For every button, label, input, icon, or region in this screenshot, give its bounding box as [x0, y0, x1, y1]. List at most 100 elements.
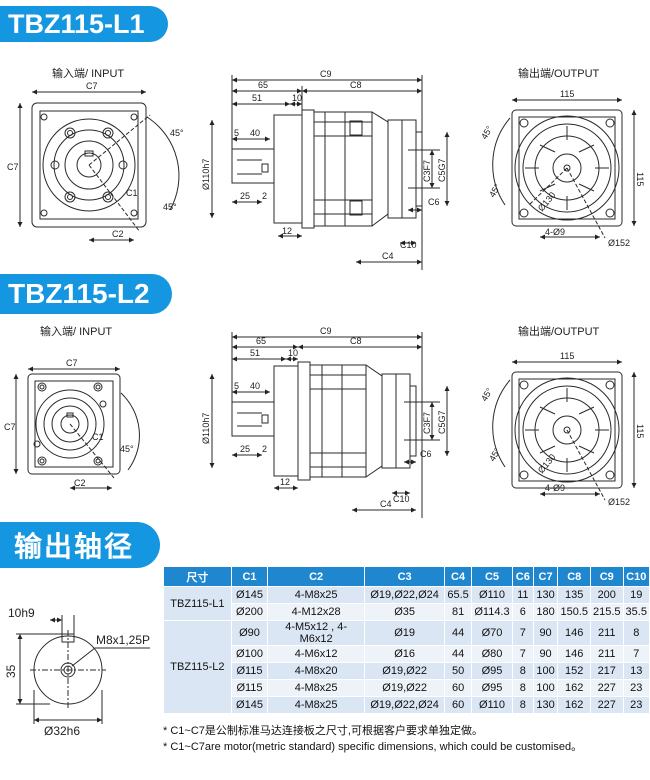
dim-angle-out2-l2: 45° [487, 446, 503, 463]
cell: 227 [589, 679, 624, 697]
cell: 44 [444, 620, 473, 646]
header-c7: C7 [532, 566, 559, 587]
cell: Ø100 [230, 645, 269, 663]
cell: 162 [557, 696, 591, 714]
cell: 227 [589, 696, 624, 714]
cell: 150.5 [557, 603, 591, 621]
dim-c4-l1: C4 [382, 251, 394, 261]
dim-c10-l2: C10 [393, 494, 410, 504]
input-label-l2: 输入端/ INPUT [40, 326, 113, 338]
dim-c7-side-l1: C7 [7, 162, 19, 172]
note-chinese: * C1~C7是公制标准马达连接板之尺寸,可根据客户要求单独定做。 [163, 725, 483, 737]
cell: 130 [532, 696, 559, 714]
cell: Ø70 [471, 620, 513, 646]
cell: 4-M6x12 [267, 645, 366, 663]
dim-c6-l1: C6 [428, 197, 440, 207]
cell: 23 [622, 679, 650, 697]
dim-c4-l2: C4 [380, 499, 392, 509]
cell: 90 [532, 645, 559, 663]
table-row: Ø100 4-M6x12 Ø16 44 Ø80 7 90 146 211 7 [164, 645, 650, 663]
input-view-l2 [13, 366, 140, 491]
dim-c3-l1: C3F7 [422, 160, 432, 182]
dim-c2-l2: C2 [74, 478, 86, 488]
cell: 211 [589, 620, 624, 646]
cell: 4-M8x20 [267, 662, 366, 680]
header-c6: C6 [511, 566, 534, 587]
cell: Ø16 [364, 645, 446, 663]
cell: Ø114.3 [471, 603, 513, 621]
dim-65-l1: 65 [258, 80, 268, 90]
spec-table: 尺寸 C1 C2 C3 C4 C5 C6 C7 C8 C9 C10 TBZ115… [163, 566, 650, 714]
dim-115-top-l2: 115 [560, 351, 574, 361]
header-c8: C8 [557, 566, 591, 587]
cell: Ø95 [471, 662, 513, 680]
dim-115-side-l1: 115 [635, 172, 645, 186]
output-view-l2 [492, 359, 637, 501]
cell: Ø115 [230, 679, 269, 697]
dim-25-l2: 25 [240, 444, 250, 454]
cell: 35.5 [622, 603, 650, 621]
dim-12-l2: 12 [280, 477, 290, 487]
model-cell: TBZ115-L2 [163, 620, 232, 714]
cell: 180 [532, 603, 559, 621]
dim-40-l2: 40 [250, 381, 260, 391]
header-c10: C10 [622, 566, 650, 587]
dim-c9-l1: C9 [320, 69, 332, 79]
cell: 152 [557, 662, 591, 680]
cell: Ø95 [471, 679, 513, 697]
dim-25-l1: 25 [240, 191, 250, 201]
cell: 4-M8x25 [267, 586, 366, 604]
dim-5-l1: 5 [234, 128, 239, 138]
cell: 90 [532, 620, 559, 646]
cell: 50 [444, 662, 473, 680]
cell: 6 [511, 603, 534, 621]
header-c9: C9 [589, 566, 624, 587]
cell: 130 [532, 586, 559, 604]
cell: 215.5 [589, 603, 624, 621]
dim-5-l2: 5 [234, 381, 239, 391]
dim-c5-l2: C5G7 [437, 410, 447, 434]
dim-c8-l1: C8 [350, 80, 362, 90]
cell: 8 [511, 696, 534, 714]
cell: Ø200 [230, 603, 269, 621]
cell: 7 [511, 645, 534, 663]
section-title-l2: TBZ115-L2 [0, 274, 172, 314]
cell: Ø19,Ø22,Ø24 [364, 696, 446, 714]
cell: 146 [557, 620, 591, 646]
cell: Ø115 [230, 662, 269, 680]
cell: Ø145 [230, 696, 269, 714]
cell: Ø35 [364, 603, 446, 621]
cell: 60 [444, 679, 473, 697]
shaft-width: 10h9 [8, 606, 35, 620]
dim-115-side-l2: 115 [635, 424, 645, 438]
dim-c7-side-l2: C7 [4, 422, 16, 432]
header-c1: C1 [230, 566, 269, 587]
cell: 135 [557, 586, 591, 604]
dim-2-l2: 2 [262, 444, 267, 454]
dim-4x9-l1: 4-Ø9 [545, 227, 565, 237]
input-label-l1: 输入端/ INPUT [52, 68, 125, 80]
cell: Ø90 [230, 620, 269, 646]
shaft-thread: M8x1,25P [96, 633, 150, 647]
dim-c7-top-l2: C7 [66, 358, 78, 368]
cell: 4-M8x25 [267, 679, 366, 697]
dim-angle-out-l2: 45° [479, 386, 495, 403]
cell: 8 [622, 620, 650, 646]
cell: Ø19,Ø22 [364, 679, 446, 697]
output-view-l1 [492, 97, 637, 240]
note-english: * C1~C7are motor(metric standard) specif… [163, 741, 583, 753]
header-c5: C5 [471, 566, 513, 587]
cell: Ø19,Ø22 [364, 662, 446, 680]
dim-12-l1: 12 [282, 226, 292, 236]
cell: 23 [622, 696, 650, 714]
model-cell: TBZ115-L1 [163, 586, 232, 621]
dim-c10-l1: C10 [400, 240, 417, 250]
cell: 200 [589, 586, 624, 604]
cell: Ø80 [471, 645, 513, 663]
cell: 4-M5x12 , 4-M6x12 [267, 620, 366, 646]
cell: Ø145 [230, 586, 269, 604]
table-row: Ø115 4-M8x25 Ø19,Ø22 60 Ø95 8 100 162 22… [164, 679, 650, 697]
dim-c9-l2: C9 [320, 326, 332, 336]
dim-c2-l1: C2 [112, 229, 124, 239]
